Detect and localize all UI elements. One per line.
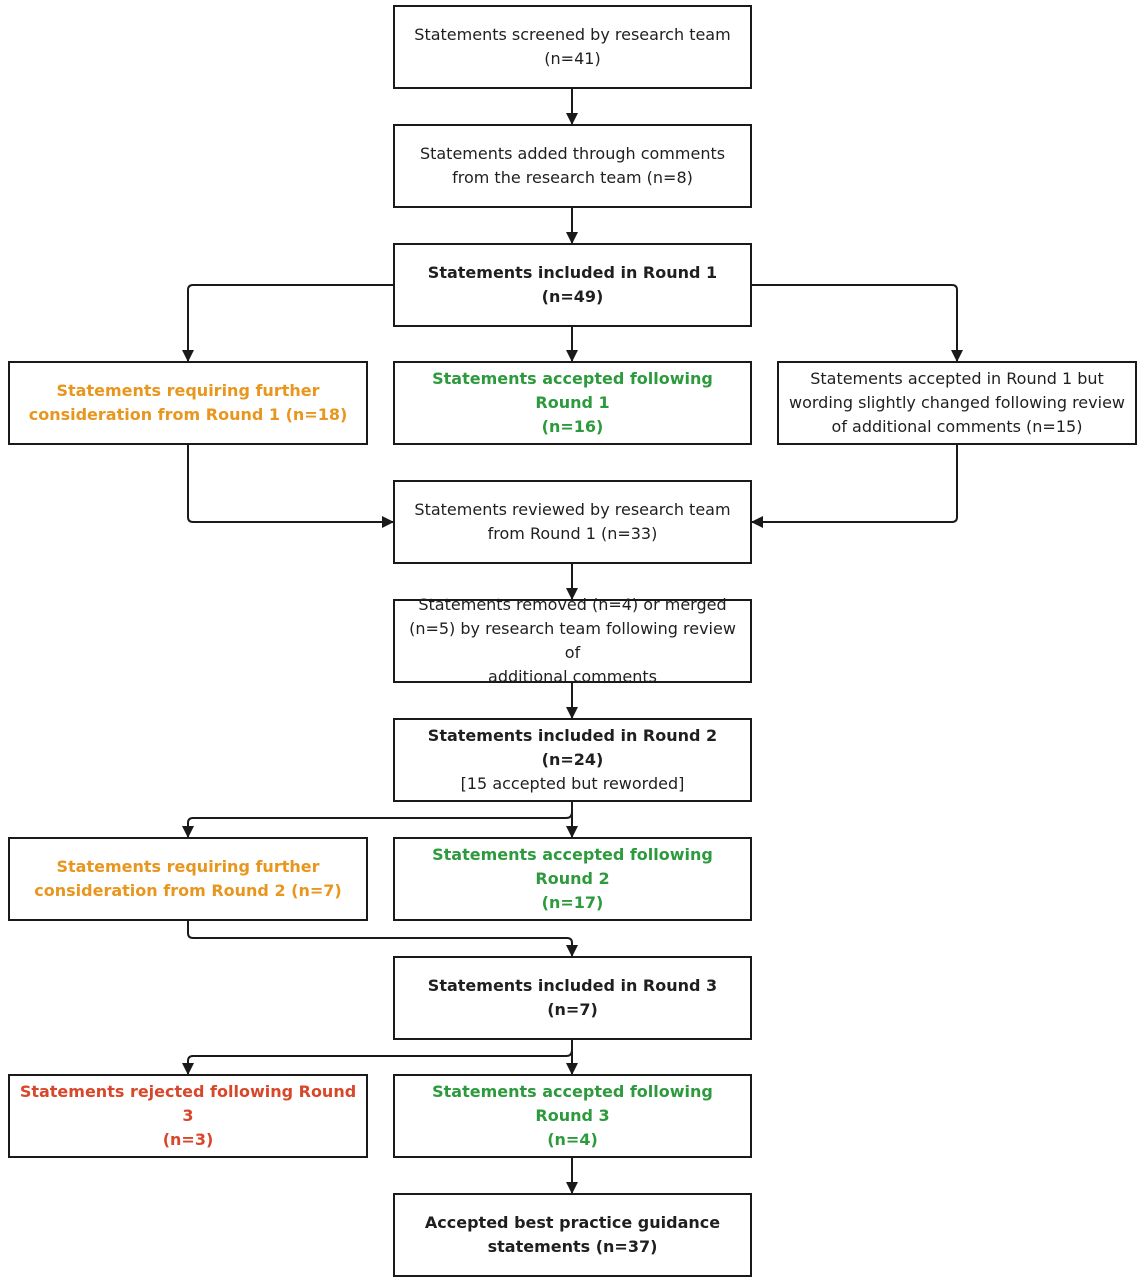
round2-accepted-box: Statements accepted following Round 2 (n… [393,837,752,921]
round2-included-line-2: [15 accepted but reworded] [460,774,685,793]
added-line-1: Statements added through comments [419,144,726,163]
round3-accepted-line-2: (n=4) [547,1130,598,1149]
reviewed-line-2: from Round 1 (n=33) [487,524,658,543]
round2-further-line-1: Statements requiring further [56,857,320,876]
round2-included-line-1: Statements included in Round 2 (n=24) [427,726,718,769]
round2-further-box: Statements requiring further considerati… [8,837,368,921]
round2-accepted-line-1: Statements accepted following Round 2 [432,845,713,888]
round2-accepted-line-2: (n=17) [541,893,604,912]
final-line-2: statements (n=37) [487,1237,658,1256]
screened-line-1: Statements screened by research team [414,25,731,44]
removed-line-1: Statements removed (n=4) or merged [418,595,727,614]
round1-further-line-2: consideration from Round 1 (n=18) [28,405,348,424]
round1-further-line-1: Statements requiring further [56,381,320,400]
round3-accepted-box: Statements accepted following Round 3 (n… [393,1074,752,1158]
round1-accepted-box: Statements accepted following Round 1 (n… [393,361,752,445]
round1-accepted-line-1: Statements accepted following Round 1 [432,369,713,412]
reviewed-box: Statements reviewed by research team fro… [393,480,752,564]
reviewed-line-1: Statements reviewed by research team [414,500,731,519]
round3-rejected-line-2: (n=3) [162,1130,214,1149]
round1-reworded-line-3: of additional comments (n=15) [831,417,1083,436]
final-box: Accepted best practice guidance statemen… [393,1193,752,1277]
arrow-reworded-to-reviewed [751,445,958,528]
round3-rejected-line-1: Statements rejected following Round 3 [19,1082,357,1125]
round2-further-line-2: consideration from Round 2 (n=7) [34,881,342,900]
removed-line-3: additional comments [488,667,657,686]
round2-included-box: Statements included in Round 2 (n=24) [1… [393,718,752,802]
round1-reworded-line-2: wording slightly changed following revie… [788,393,1125,412]
round3-accepted-line-1: Statements accepted following Round 3 [432,1082,713,1125]
removed-box: Statements removed (n=4) or merged (n=5)… [393,595,752,686]
screened-line-2: (n=41) [544,49,601,68]
round1-reworded-line-1: Statements accepted in Round 1 but [810,369,1104,388]
arrow-further-to-reviewed [187,445,394,528]
round3-included-line-1: Statements included in Round 3 (n=7) [427,976,718,1019]
arrow-round1-to-reworded [751,284,963,362]
round1-included-box: Statements included in Round 1 (n=49) [393,243,752,327]
round1-accepted-line-2: (n=16) [541,417,604,436]
arrow-round2-to-further [182,811,573,838]
added-line-2: from the research team (n=8) [452,168,693,187]
final-line-1: Accepted best practice guidance [424,1213,721,1232]
round3-included-box: Statements included in Round 3 (n=7) [393,956,752,1040]
removed-line-2: (n=5) by research team following review … [409,619,736,662]
added-box: Statements added through comments from t… [393,124,752,208]
round1-reworded-box: Statements accepted in Round 1 but wordi… [777,361,1137,445]
round1-further-box: Statements requiring further considerati… [8,361,368,445]
round1-included-line-1: Statements included in Round 1 (n=49) [427,263,718,306]
arrow-round1-to-further [182,284,393,362]
screened-box: Statements screened by research team (n=… [393,5,752,89]
arrow-round3-to-rejected [182,1049,573,1075]
arrow-further2-to-round3 [187,920,578,957]
round3-rejected-box: Statements rejected following Round 3 (n… [8,1074,368,1158]
